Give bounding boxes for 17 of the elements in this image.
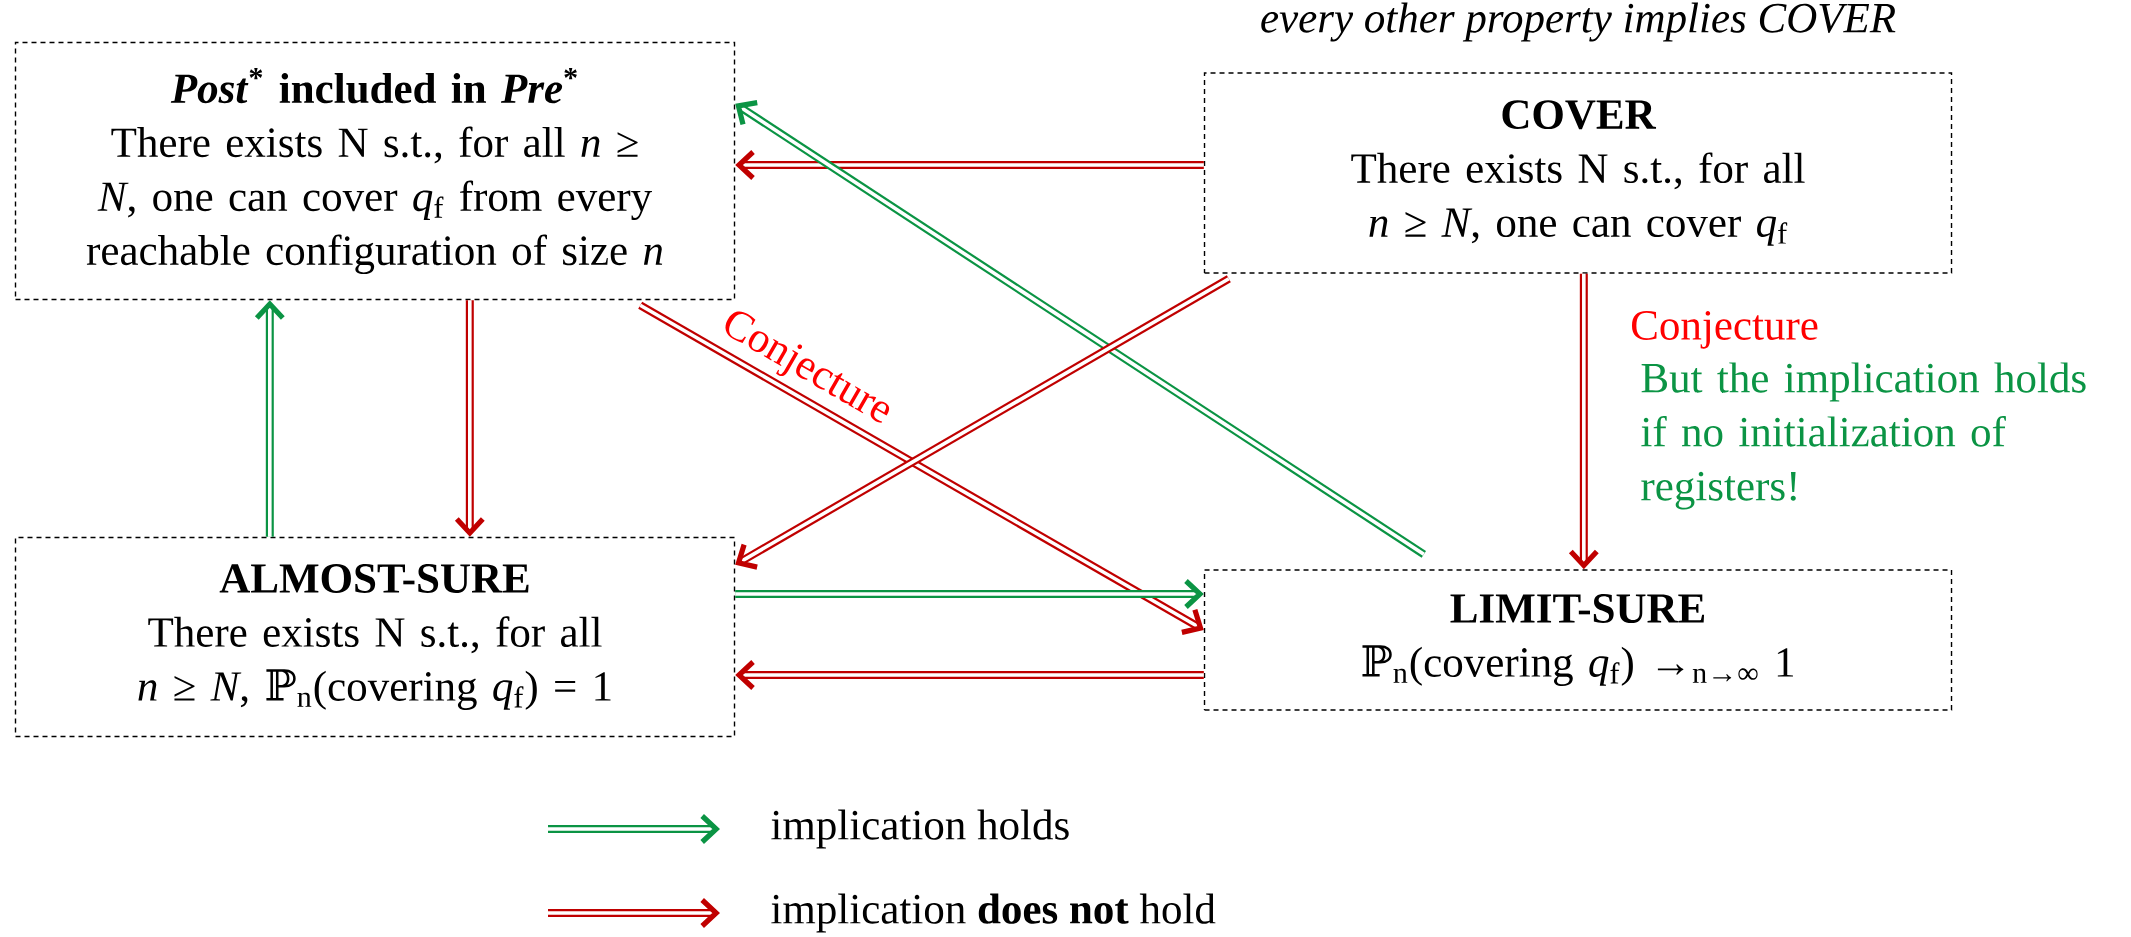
double-arrow [735, 150, 1204, 180]
property-box: Post$^{*}$ included in Pre$^{*}$ There exists N s.t., for all n ≥ N, one can cover q$_{f}$ from every reachable configuration of size n [14, 41, 736, 301]
legend-text: implication does not hold [771, 893, 1216, 933]
double-arrow [1568, 273, 1599, 570]
property-box: ALMOST-SURE There exists N s.t., for all n ≥ N, ℙ$_{n}$(covering q$_{f}$) = 1 [14, 536, 736, 738]
property-box: COVER There exists N s.t., for all n ≥ N, one can cover q$_{f}$ [1203, 72, 1953, 274]
note-text: But the implication holds if no initialization of registers! [1641, 362, 2086, 510]
double-arrow [638, 301, 1204, 635]
double-arrow [735, 100, 1426, 558]
double-arrow [254, 300, 285, 537]
property-box: LIMIT-SURE ℙ$_{n}$(covering q$_{f}$) →$_{n→∞}$ 1 [1203, 569, 1953, 711]
double-arrow [735, 275, 1231, 570]
double-arrow [735, 660, 1204, 690]
double-arrow [454, 300, 485, 537]
double-arrow [735, 579, 1204, 609]
legend-text: implication holds [771, 809, 1069, 849]
edge-label: Conjecture [1632, 311, 1818, 349]
